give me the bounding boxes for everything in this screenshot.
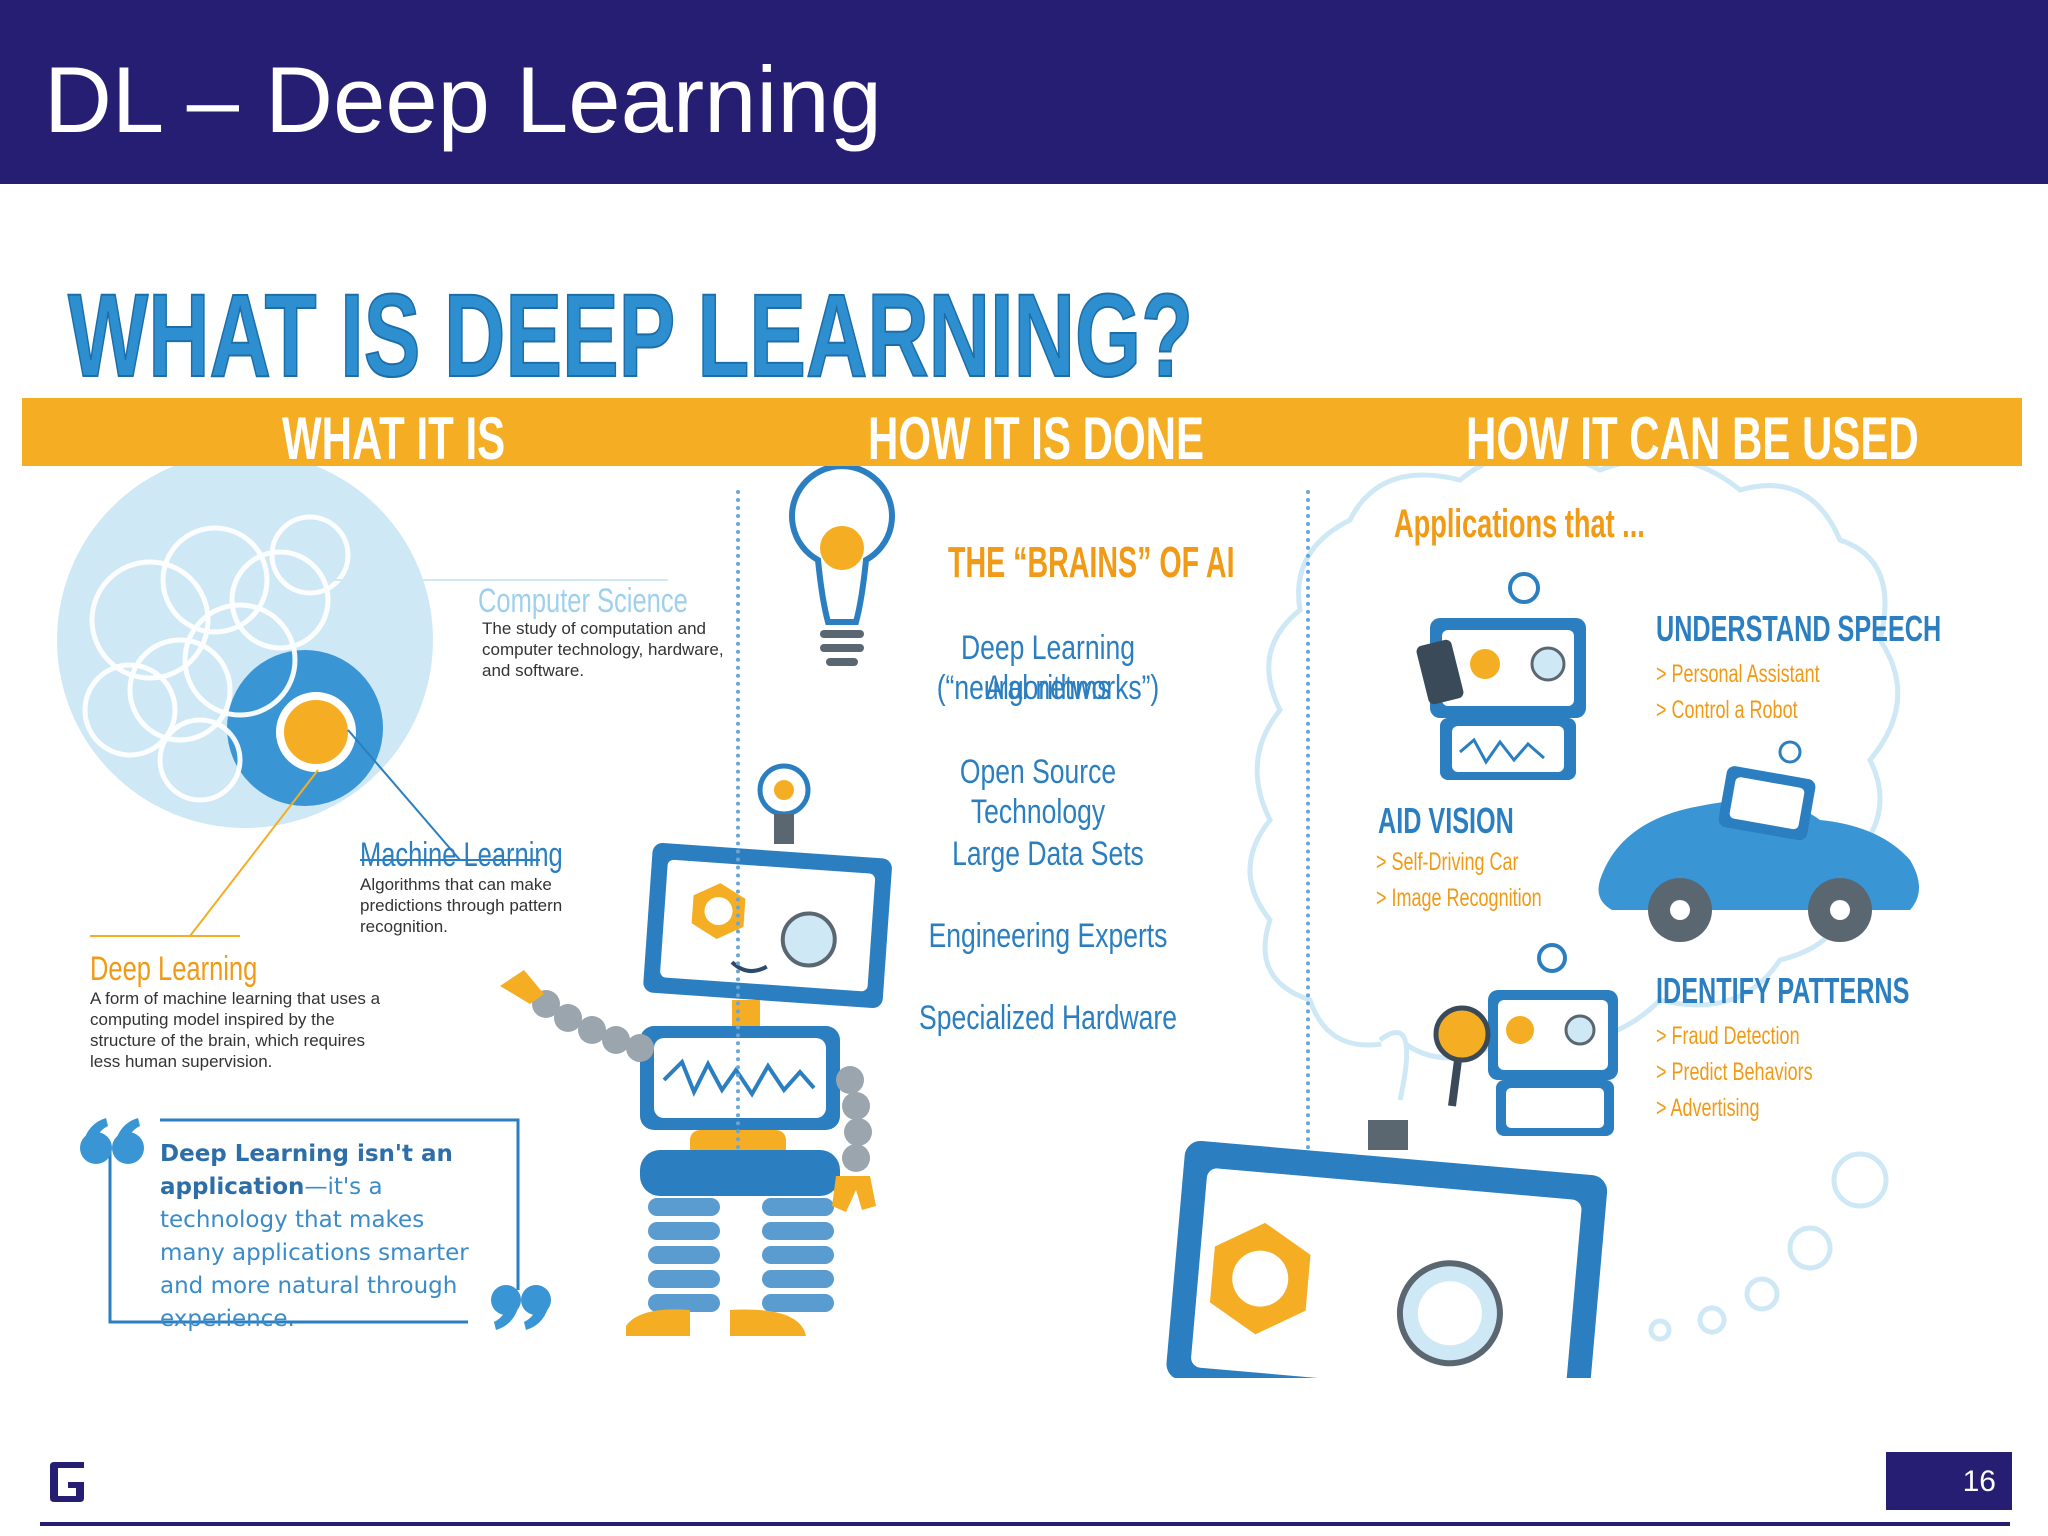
how-item: Specialized Hardware — [919, 999, 1177, 1037]
use-group-item: > Personal Assistant — [1656, 660, 1820, 688]
use-group-item: > Control a Robot — [1656, 696, 1798, 724]
computer-science-desc: The study of computation and computer te… — [482, 619, 724, 680]
how-item: (“neural networks”) — [936, 669, 1160, 707]
column-header-what-it-is: WHAT IT IS — [282, 405, 506, 472]
robot-illustration — [500, 763, 892, 1336]
page-number: 16 — [1962, 1465, 1996, 1498]
applications-intro: Applications that ... — [1394, 502, 1645, 546]
speech-robot — [1416, 572, 1586, 780]
footer-rule — [40, 1522, 2010, 1526]
concept-circles — [57, 452, 433, 828]
use-group-title: IDENTIFY PATTERNS — [1656, 970, 1910, 1011]
use-group-title: AID VISION — [1378, 800, 1514, 841]
machine-learning-desc: Algorithms that can make predictions thr… — [360, 875, 563, 936]
computer-science-title: Computer Science — [478, 582, 688, 620]
deep-learning-title: Deep Learning — [90, 950, 258, 988]
column-divider — [736, 490, 740, 1150]
how-item: Open Source Technology — [959, 753, 1117, 831]
page-number-box — [1886, 1452, 2012, 1510]
brains-of-ai-title: THE “BRAINS” OF AI — [948, 538, 1235, 587]
quote-rest: —it's a technology that makes many appli… — [160, 1174, 469, 1332]
infographic-illustration — [57, 449, 1919, 1400]
quote-text: Deep Learning isn't an application—it's … — [160, 1138, 490, 1336]
slide-title: DL – Deep Learning — [44, 47, 882, 152]
how-item: Deep Learning Algorithms — [961, 629, 1135, 707]
deep-learning-desc: A form of machine learning that uses a c… — [90, 989, 381, 1071]
quote-close-icon — [491, 1285, 551, 1330]
column-header-how-it-can-be-used: HOW IT CAN BE USED — [1466, 405, 1919, 472]
column-header-how-it-is-done: HOW IT IS DONE — [868, 405, 1204, 472]
company-logo-icon — [50, 1462, 84, 1502]
use-group-item: > Image Recognition — [1376, 884, 1542, 912]
use-group-item: > Fraud Detection — [1656, 1022, 1800, 1050]
column-divider — [1306, 490, 1310, 1150]
use-group-title: UNDERSTAND SPEECH — [1656, 608, 1942, 649]
lightbulb-icon — [789, 463, 895, 666]
quote-open-icon — [80, 1118, 144, 1164]
how-item: Engineering Experts — [928, 917, 1168, 955]
infographic-heading: WHAT IS DEEP LEARNING? — [67, 269, 1193, 403]
how-item: Large Data Sets — [952, 835, 1144, 873]
car-illustration — [1598, 740, 1919, 942]
pattern-robot — [1433, 943, 1618, 1136]
use-group-item: > Self-Driving Car — [1376, 848, 1519, 876]
use-group-item: > Predict Behaviors — [1656, 1058, 1813, 1086]
machine-learning-title: Machine Learning — [360, 836, 563, 874]
use-group-item: > Advertising — [1656, 1094, 1760, 1122]
quote-box — [80, 1118, 551, 1330]
large-robot-head — [1166, 1030, 1608, 1400]
column-header-band — [22, 398, 2022, 466]
quote-bold: Deep Learning isn't an application — [160, 1141, 453, 1200]
title-bar — [0, 0, 2048, 184]
